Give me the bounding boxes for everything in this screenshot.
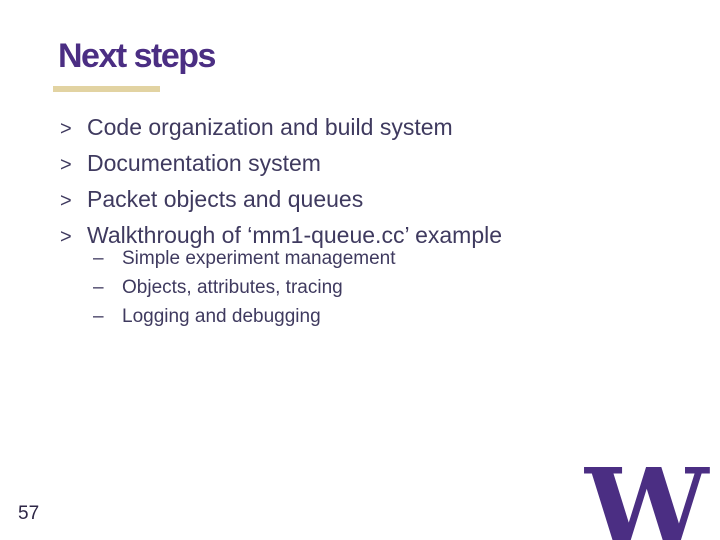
sub-bullet-item: – Objects, attributes, tracing — [93, 273, 396, 302]
sub-bullet-list: – Simple experiment management – Objects… — [93, 244, 396, 331]
uw-logo-w-glyph: W — [585, 444, 709, 540]
dash-marker-icon: – — [93, 248, 104, 269]
sub-bullet-item: – Logging and debugging — [93, 302, 396, 331]
bullet-text: Packet objects and queues — [87, 186, 364, 212]
bullet-marker-icon: > — [60, 118, 72, 140]
sub-bullet-text: Simple experiment management — [122, 248, 396, 269]
bullet-text: Documentation system — [87, 150, 321, 176]
bullet-text: Walkthrough of ‘mm1-queue.cc’ example — [87, 222, 503, 248]
slide-title: Next steps — [58, 37, 216, 75]
bullet-item: > Documentation system — [60, 146, 502, 182]
bullet-marker-icon: > — [60, 154, 72, 176]
bullet-marker-icon: > — [60, 226, 72, 248]
sub-bullet-item: – Simple experiment management — [93, 244, 396, 273]
title-underline-bar — [53, 86, 160, 92]
bullet-item: > Packet objects and queues — [60, 182, 502, 218]
dash-marker-icon: – — [93, 306, 104, 327]
bullet-item: > Code organization and build system — [60, 110, 502, 146]
sub-bullet-text: Objects, attributes, tracing — [122, 277, 343, 298]
sub-bullet-text: Logging and debugging — [122, 306, 321, 327]
bullet-text: Code organization and build system — [87, 114, 453, 140]
bullet-marker-icon: > — [60, 190, 72, 212]
uw-logo: W — [585, 454, 720, 540]
bullet-list: > Code organization and build system > D… — [60, 110, 502, 254]
page-number: 57 — [18, 503, 40, 524]
bullet-item: > Walkthrough of ‘mm1-queue.cc’ example — [60, 218, 502, 254]
dash-marker-icon: – — [93, 277, 104, 298]
